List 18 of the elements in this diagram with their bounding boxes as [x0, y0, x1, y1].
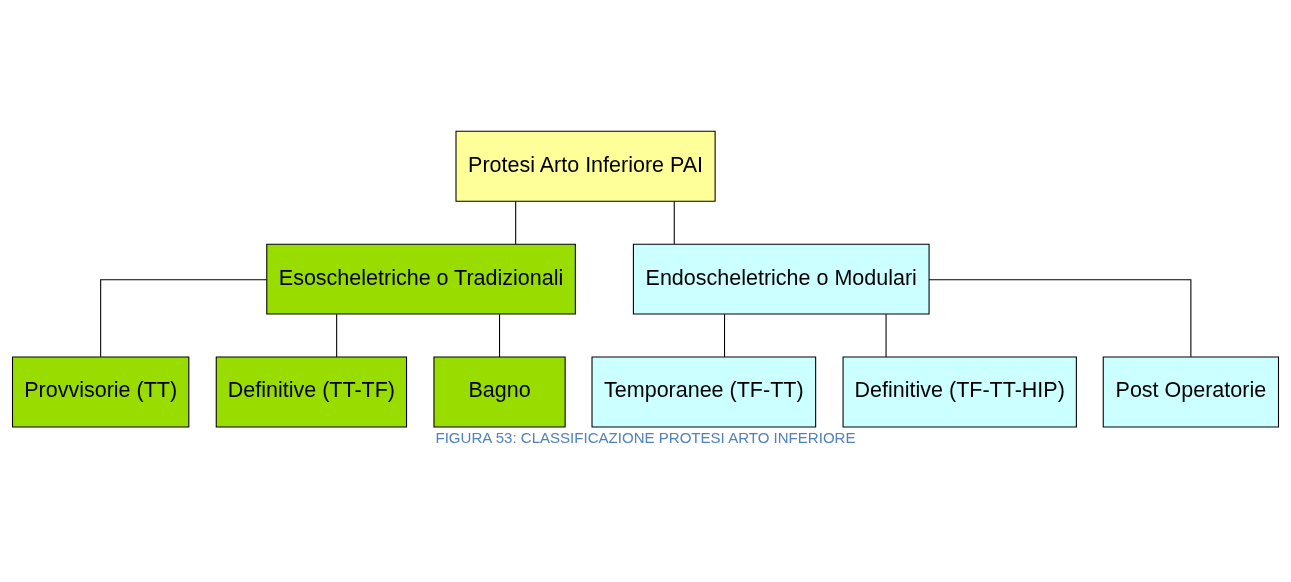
connector — [100, 278, 268, 357]
node-box: Bagno — [433, 356, 566, 427]
node-box: Esoscheletriche o Tradizionali — [266, 243, 576, 315]
connector — [499, 313, 501, 357]
node-box: Definitive (TF-TT-HIP) — [842, 356, 1077, 427]
connector — [515, 200, 517, 245]
connector — [724, 313, 726, 357]
node-box: Protesi Arto Inferiore PAI — [455, 130, 716, 202]
connector — [885, 313, 887, 357]
node-box: Provvisorie (TT) — [11, 356, 190, 427]
node-box: Definitive (TT-TF) — [215, 356, 408, 427]
node-box: Temporanee (TF-TT) — [591, 356, 817, 427]
connector — [928, 278, 1192, 357]
node-box: Post Operatorie — [1102, 356, 1280, 427]
connector — [336, 313, 338, 357]
caption: FIGURA 53: CLASSIFICAZIONE PROTESI ARTO INFERIORE — [435, 428, 856, 446]
connector — [673, 200, 675, 245]
node-box: Endoscheletriche o Modulari — [632, 243, 930, 315]
